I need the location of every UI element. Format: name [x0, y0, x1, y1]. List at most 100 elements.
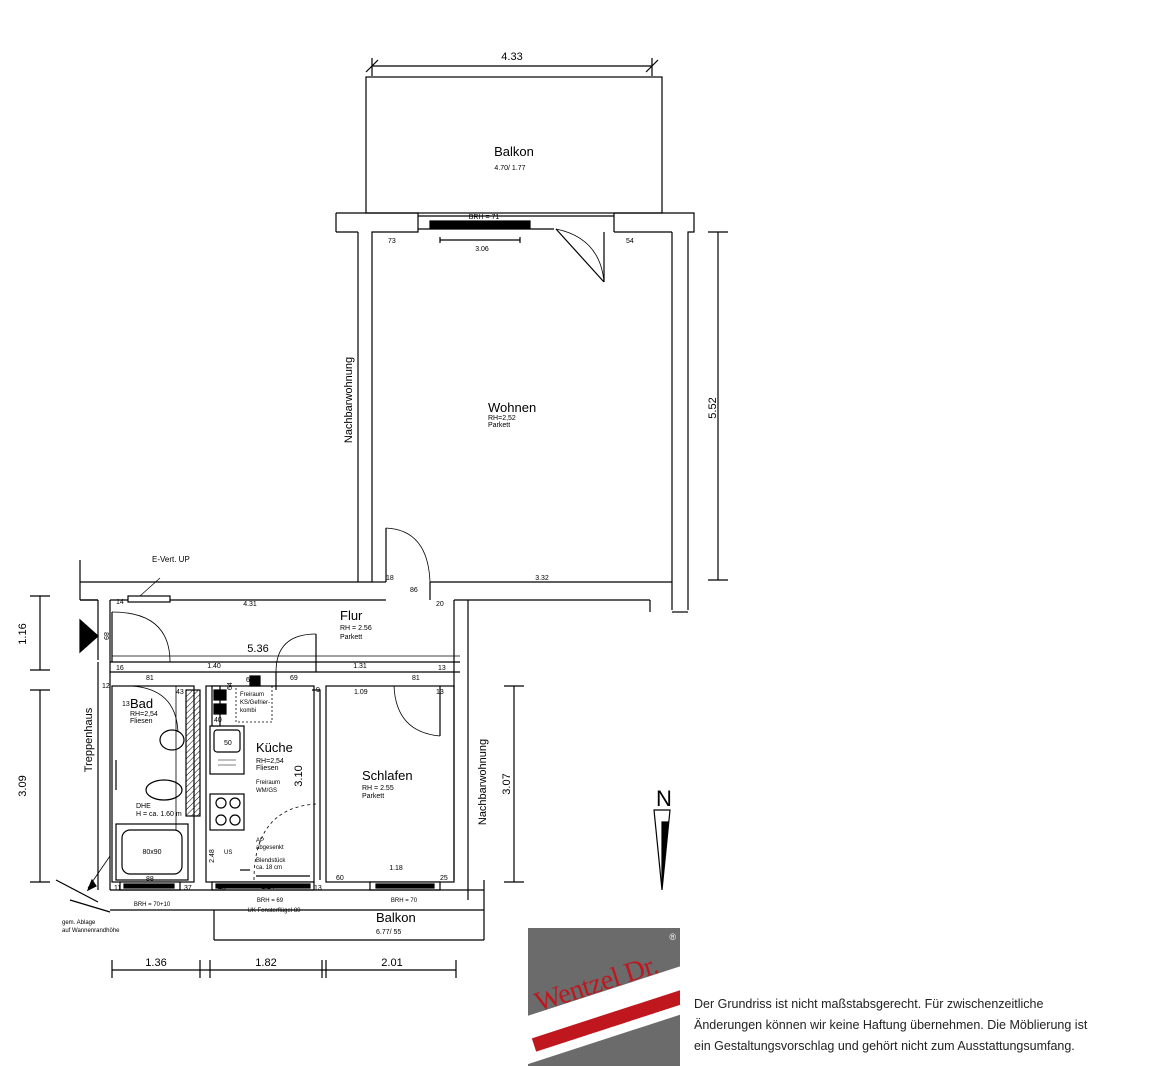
- wohnen-rh: RH=2,52: [488, 415, 516, 422]
- bad-rh: RH=2,54: [130, 711, 158, 718]
- dim-kueche-bottom: 1.24: [261, 884, 275, 891]
- dim-wohnen-bottom: 3.32: [535, 575, 549, 582]
- freiraum-ks-2: KS/Gefrier-: [240, 700, 270, 706]
- dim-88: 88: [146, 876, 154, 883]
- dim-schlafen-inner: 1.09: [354, 689, 368, 696]
- balcony-bottom-name: Balkon: [376, 910, 416, 925]
- dim-bottom-2: 1.82: [255, 957, 276, 969]
- walls-inner: [110, 633, 485, 941]
- dimension-right-upper: [708, 231, 728, 581]
- disclaimer-line-3: ein Gestaltungsvorschlag und gehört nich…: [694, 1039, 1075, 1053]
- dim-54: 54: [626, 238, 634, 245]
- dim-43: 43: [176, 689, 184, 696]
- dim-2-48: 2.48: [209, 849, 216, 863]
- disclaimer-line-2: Änderungen können wir keine Haftung über…: [694, 1018, 1088, 1032]
- dhe-height: H = ca. 1.60 m: [136, 811, 182, 818]
- dimension-top: [365, 58, 659, 76]
- dim-60: 60: [336, 875, 344, 882]
- dim-flur-long: 5.36: [247, 643, 268, 655]
- disclaimer-line-1: Der Grundriss ist nicht maßstabsgerecht.…: [694, 997, 1044, 1011]
- dim-bottom-3: 2.01: [381, 957, 402, 969]
- bad-name: Bad: [130, 696, 153, 711]
- schlafen-rh: RH = 2.55: [362, 785, 394, 792]
- walls-left: [30, 595, 460, 913]
- dim-13b: 13: [122, 701, 130, 708]
- brh-top: BRH = 71: [469, 214, 500, 221]
- dim-11: 11: [114, 885, 121, 892]
- dim-right-lower: 3.07: [501, 773, 513, 794]
- wohnen-floor: Parkett: [488, 422, 510, 429]
- uk-fensterfluegel: UK Fensterflügel 80: [247, 908, 301, 914]
- dim-50: 50: [224, 740, 232, 747]
- bad-floor: Fliesen: [130, 718, 153, 725]
- kueche-name: Küche: [256, 740, 293, 755]
- north-label: N: [656, 786, 672, 811]
- dim-69: 69: [290, 675, 298, 682]
- dim-right-upper: 5.52: [707, 397, 719, 418]
- ap-abgesenkt: abgesenkt: [256, 845, 284, 851]
- dim-14: 14: [116, 599, 124, 606]
- disclaimer: Der Grundriss ist nicht maßstabsgerecht.…: [694, 994, 1134, 1057]
- dim-25: 25: [440, 875, 448, 882]
- dim-13d: 13: [314, 885, 322, 892]
- balcony-top-size: 4.70/ 1.77: [494, 165, 525, 172]
- dim-12: 12: [102, 683, 110, 690]
- dim-73: 73: [388, 238, 396, 245]
- us: US: [224, 850, 232, 856]
- freiraum-wm: Freiraum: [256, 780, 280, 786]
- floor-plan: 4.33 Balkon 4.70/ 1.77 BRH = 71 3.06 73 …: [17, 51, 728, 978]
- e-vert-label: E-Vert. UP: [152, 555, 190, 564]
- stairs-arrow-icon: [79, 618, 99, 654]
- north-arrow-icon: [653, 809, 671, 891]
- stairs-label: Treppenhaus: [83, 707, 95, 772]
- brh-kueche: BRH = 69: [257, 898, 284, 904]
- bathtub-size: 80x90: [142, 849, 161, 856]
- dim-kueche-inner: 3.10: [293, 765, 305, 786]
- dimension-bottom: [111, 960, 457, 978]
- freiraum-ks: Freiraum: [240, 692, 264, 698]
- walls-middle: [79, 527, 688, 900]
- flur-rh: RH = 2.56: [340, 625, 372, 632]
- blendstueck-2: ca. 18 cm: [256, 865, 282, 871]
- schlafen-name: Schlafen: [362, 768, 413, 783]
- dim-64: 64: [227, 682, 234, 690]
- dim-37: 37: [184, 885, 192, 892]
- dim-20: 20: [436, 601, 444, 608]
- schlafen-floor: Parkett: [362, 793, 384, 800]
- dim-9: 9: [316, 687, 320, 694]
- dim-81a: 81: [146, 675, 154, 682]
- freiraum-ks-3: kombi: [240, 708, 256, 714]
- ablage: gem. Ablage: [62, 920, 96, 926]
- dim-62: 62: [246, 677, 254, 684]
- wohnen-name: Wohnen: [488, 400, 536, 415]
- dim-bottom-1: 1.36: [145, 957, 166, 969]
- dim-schlafen-window: 1.18: [389, 865, 403, 872]
- flur-floor: Parkett: [340, 634, 362, 641]
- dim-81b: 81: [412, 675, 420, 682]
- kueche-floor: Fliesen: [256, 765, 279, 772]
- dim-89: 89: [102, 632, 109, 640]
- dim-18: 18: [386, 575, 394, 582]
- dim-left-upper: 1.16: [17, 623, 29, 644]
- dim-schlafen-top: 1.31: [353, 663, 367, 670]
- dim-flur-top: 4.31: [243, 601, 257, 608]
- blendstueck: Blendstück: [256, 858, 286, 864]
- flur-name: Flur: [340, 608, 363, 623]
- balcony-bottom-size: 6.77/ 55: [376, 929, 401, 936]
- dim-left-lower: 3.09: [17, 775, 29, 796]
- dim-16: 16: [116, 665, 124, 672]
- freiraum-wm-2: WM/GS: [256, 788, 277, 794]
- balcony-top-name: Balkon: [494, 144, 534, 159]
- kueche-rh: RH=2,54: [256, 758, 284, 765]
- dim-46: 46: [218, 885, 226, 892]
- dim-window-wohnen: 3.06: [475, 246, 489, 253]
- dim-13c: 13: [436, 689, 444, 696]
- company-logo: Wentzel Dr. IMMOBILIEN SEIT 1823 ®: [528, 928, 680, 1066]
- dimension-right-lower: [504, 685, 524, 883]
- brh-bad: BRH = 70+10: [134, 902, 171, 908]
- balcony-top: [365, 76, 663, 214]
- dim-40: 40: [214, 717, 222, 724]
- dim-86: 86: [410, 587, 418, 594]
- ap: AP: [256, 838, 264, 844]
- dhe: DHE: [136, 803, 151, 810]
